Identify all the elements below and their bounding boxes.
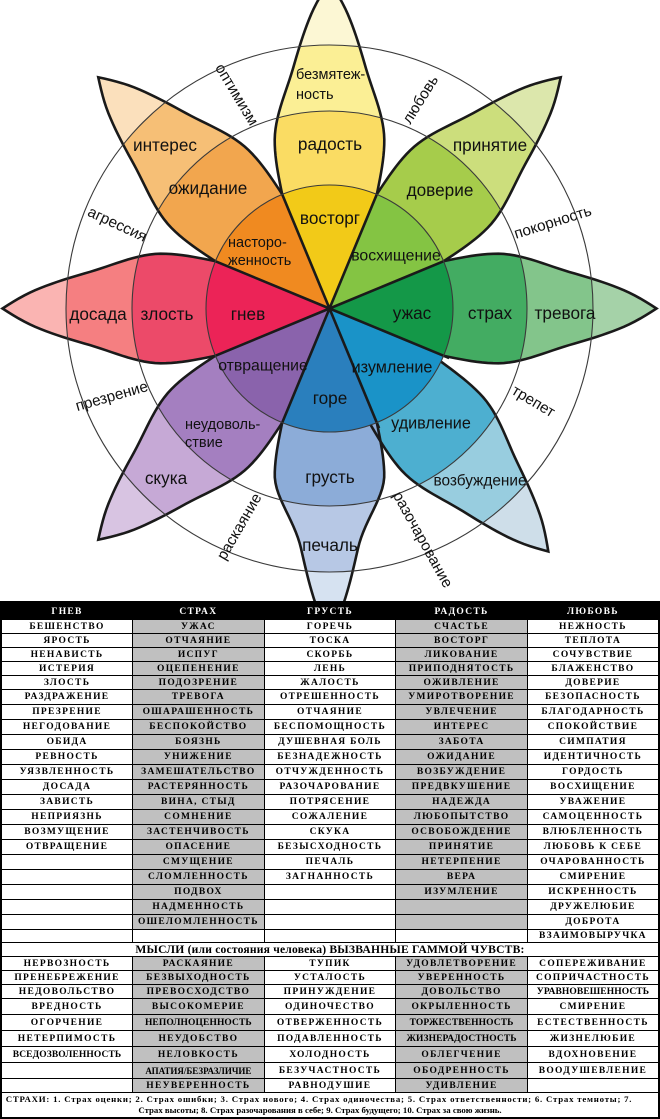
svg-text:радость: радость — [298, 134, 362, 154]
svg-text:восхищение: восхищение — [351, 248, 441, 265]
svg-text:гнев: гнев — [231, 304, 265, 324]
svg-text:печаль: печаль — [302, 535, 358, 555]
svg-text:досада: досада — [69, 304, 127, 324]
svg-text:тревога: тревога — [535, 303, 596, 323]
svg-text:злость: злость — [141, 304, 194, 324]
svg-text:неудоволь-: неудоволь- — [185, 417, 261, 433]
svg-text:интерес: интерес — [133, 135, 197, 155]
svg-text:принятие: принятие — [453, 135, 527, 155]
svg-text:доверие: доверие — [407, 180, 474, 200]
svg-text:ужас: ужас — [393, 303, 432, 323]
svg-text:скука: скука — [145, 468, 188, 488]
svg-text:ность: ность — [296, 87, 334, 103]
svg-text:страх: страх — [468, 303, 513, 323]
svg-text:ожидание: ожидание — [169, 178, 248, 198]
svg-text:ствие: ствие — [185, 435, 223, 451]
svg-text:возбуждение: возбуждение — [433, 472, 526, 489]
svg-text:изумление: изумление — [352, 359, 433, 377]
svg-text:грусть: грусть — [305, 467, 355, 487]
svg-text:удивление: удивление — [391, 415, 471, 433]
svg-text:отвращение: отвращение — [218, 358, 308, 375]
svg-text:горе: горе — [313, 388, 348, 408]
svg-text:восторг: восторг — [300, 208, 360, 228]
svg-text:насторо-: насторо- — [228, 235, 287, 251]
svg-text:женность: женность — [228, 253, 291, 269]
svg-text:безмятеж-: безмятеж- — [296, 67, 365, 83]
